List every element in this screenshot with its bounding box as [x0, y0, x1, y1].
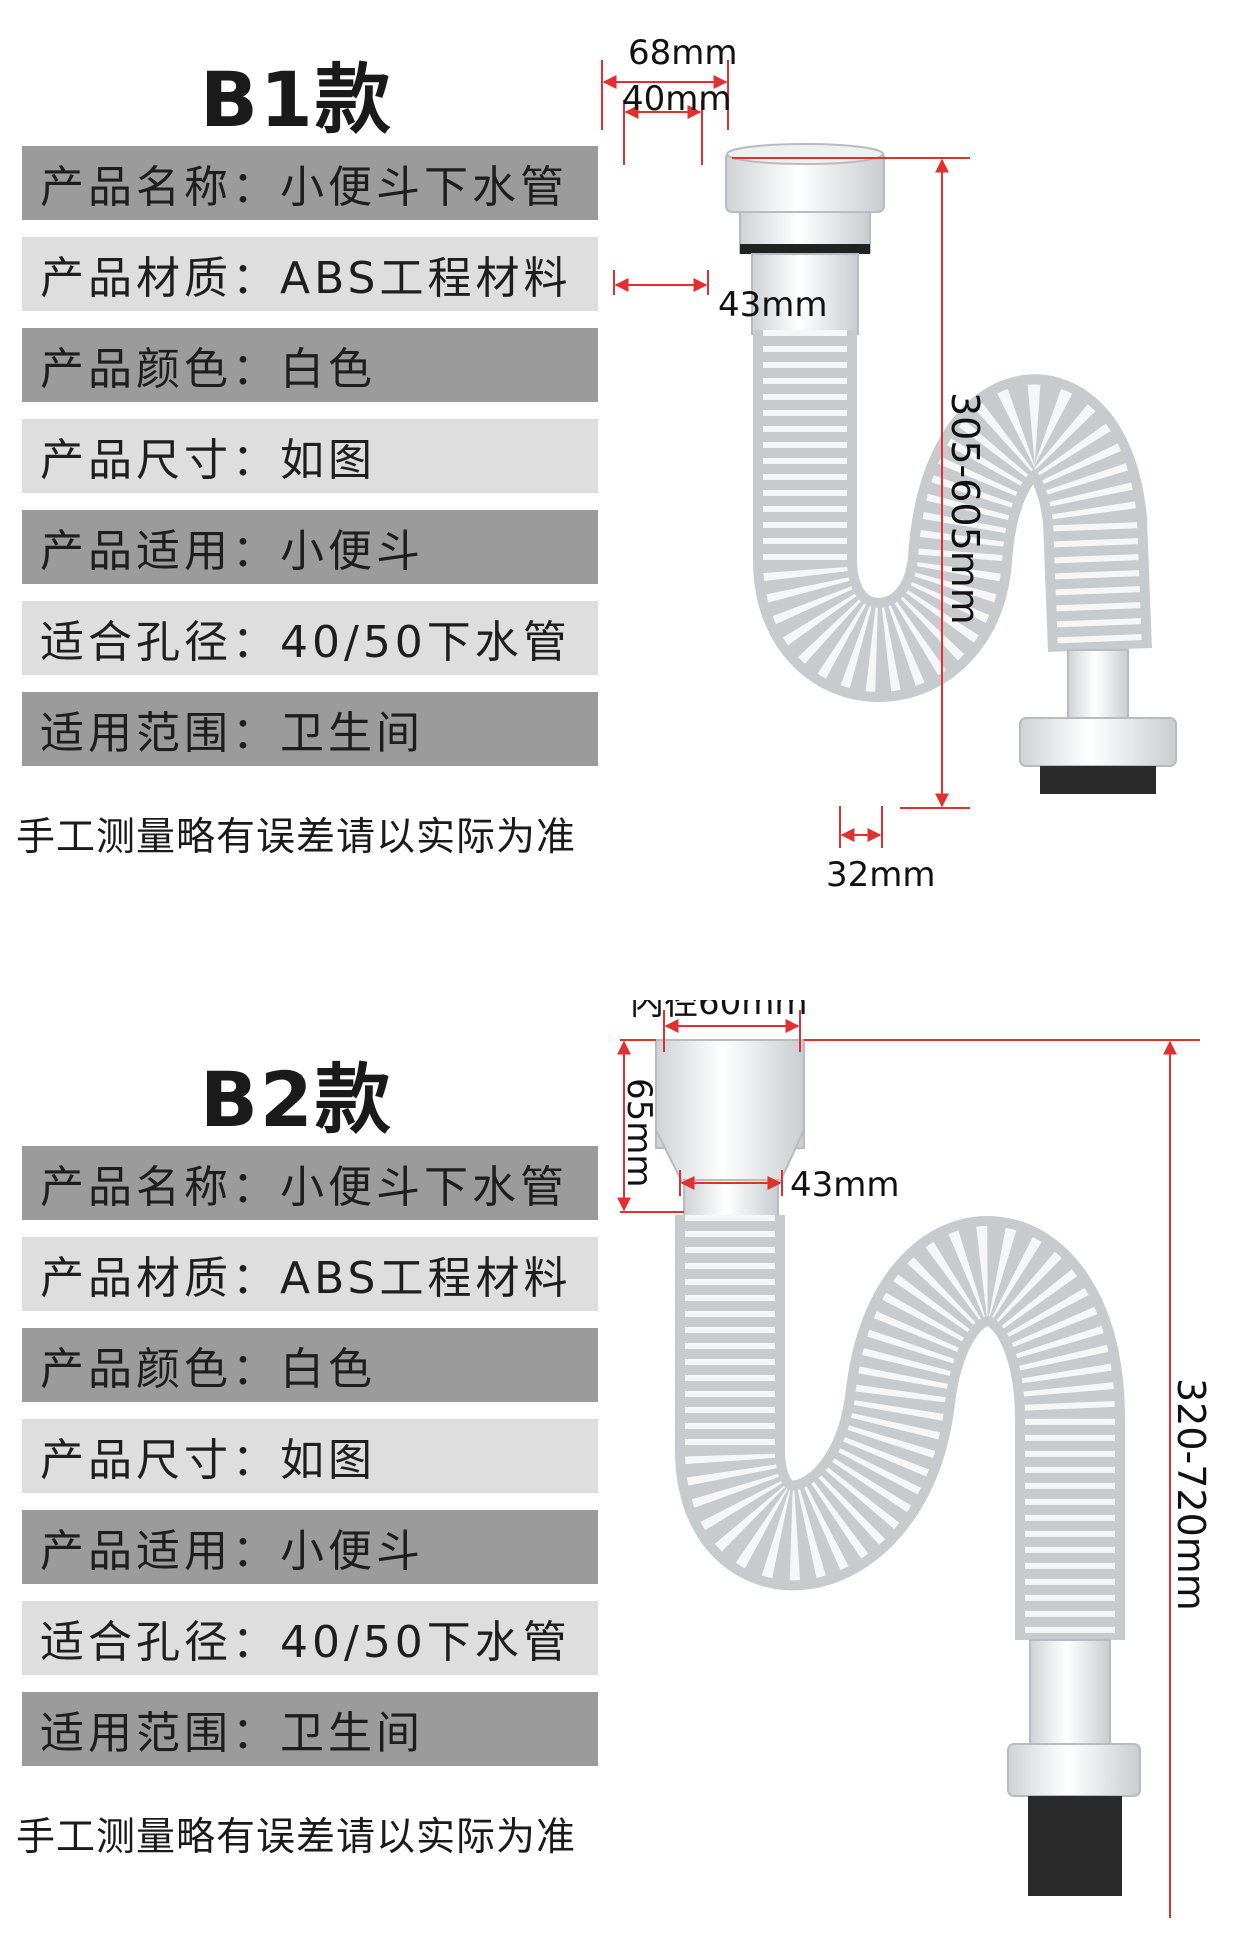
spec-label: 产品颜色： [40, 1344, 280, 1395]
spec-label: 产品颜色： [40, 344, 280, 395]
dim-neck: 43mm [718, 285, 828, 325]
spec-label: 产品适用： [40, 526, 280, 577]
measurement-note: 手工测量略有误差请以实际为准 [16, 1815, 577, 1860]
spec-value: ABS工程材料 [280, 253, 572, 304]
spec-row-name: 产品名称：小便斗下水管 [22, 146, 598, 220]
spec-value: 小便斗 [280, 1526, 424, 1577]
spec-value: ABS工程材料 [280, 1253, 572, 1304]
spec-label: 适用范围： [40, 1708, 280, 1759]
spec-value: 如图 [280, 435, 376, 486]
pipe-diagram-b1: 68mm 40mm 43mm 305-605mm 32mm [601, 33, 1177, 895]
spec-value: 40/50下水管 [280, 1617, 571, 1668]
product-b2-section: B2款 产品名称：小便斗下水管 产品材质：ABS工程材料 产品颜色：白色 产品尺… [0, 983, 1240, 1960]
spec-value: 小便斗下水管 [280, 1162, 568, 1213]
spec-row-name: 产品名称：小便斗下水管 [22, 1146, 598, 1220]
spec-label: 产品尺寸： [40, 1435, 280, 1486]
spec-label: 产品尺寸： [40, 435, 280, 486]
spec-row-size: 产品尺寸：如图 [22, 419, 598, 493]
spec-list-b1: 产品名称：小便斗下水管 产品材质：ABS工程材料 产品颜色：白色 产品尺寸：如图… [22, 146, 598, 783]
spec-row-color: 产品颜色：白色 [22, 1328, 598, 1402]
spec-value: 小便斗 [280, 526, 424, 577]
seal-ring [740, 244, 870, 254]
bottom-thread [1028, 1796, 1122, 1896]
product-title-b1: B1款 [200, 55, 393, 144]
bottom-flange [1019, 717, 1177, 767]
bottom-flange [1007, 1743, 1141, 1797]
dim-cap-height: 65mm [619, 1078, 659, 1188]
dim-length: 305-605mm [943, 392, 987, 625]
spec-label: 产品材质： [40, 1253, 280, 1304]
spec-label: 适用范围： [40, 708, 280, 759]
measurement-note: 手工测量略有误差请以实际为准 [16, 815, 577, 860]
spec-row-usage: 产品适用：小便斗 [22, 510, 598, 584]
spec-row-size: 产品尺寸：如图 [22, 1419, 598, 1493]
bottom-thread [1040, 766, 1156, 794]
spec-value: 如图 [280, 1435, 376, 1486]
dim-inner-top: 内径60mm [630, 1000, 808, 1023]
spec-label: 产品名称： [40, 162, 280, 213]
dim-length: 320-720mm [1169, 1378, 1213, 1611]
spec-row-scope: 适用范围：卫生间 [22, 692, 598, 766]
spec-value: 白色 [280, 344, 376, 395]
spec-row-hole: 适合孔径：40/50下水管 [22, 1601, 598, 1675]
spec-value: 卫生间 [280, 708, 424, 759]
spec-list-b2: 产品名称：小便斗下水管 产品材质：ABS工程材料 产品颜色：白色 产品尺寸：如图… [22, 1146, 598, 1783]
product-b1-section: B1款 产品名称：小便斗下水管 产品材质：ABS工程材料 产品颜色：白色 产品尺… [0, 0, 1240, 960]
product-figure-b2: 内径60mm 65mm 43mm 320-720mm [600, 983, 1240, 1960]
product-title-b2: B2款 [200, 1055, 393, 1144]
spec-row-color: 产品颜色：白色 [22, 328, 598, 402]
spec-label: 产品适用： [40, 1526, 280, 1577]
pipe-diagram-b2: 内径60mm 65mm 43mm 320-720mm [617, 983, 1213, 1918]
spec-value: 卫生间 [280, 1708, 424, 1759]
dim-bottom: 32mm [826, 855, 936, 895]
spec-row-material: 产品材质：ABS工程材料 [22, 237, 598, 311]
spec-value: 40/50下水管 [280, 617, 571, 668]
spec-row-scope: 适用范围：卫生间 [22, 1692, 598, 1766]
dim-inner-top: 40mm [622, 79, 732, 119]
dim-neck: 43mm [790, 1165, 900, 1205]
spec-value: 白色 [280, 1344, 376, 1395]
spec-row-usage: 产品适用：小便斗 [22, 1510, 598, 1584]
dim-outer-top: 68mm [628, 33, 738, 73]
spec-row-material: 产品材质：ABS工程材料 [22, 1237, 598, 1311]
product-figure-b1: 68mm 40mm 43mm 305-605mm 32mm [600, 0, 1240, 960]
spec-label: 适合孔径： [40, 1617, 280, 1668]
spec-value: 小便斗下水管 [280, 162, 568, 213]
spec-row-hole: 适合孔径：40/50下水管 [22, 601, 598, 675]
spec-label: 适合孔径： [40, 617, 280, 668]
spec-label: 产品名称： [40, 1162, 280, 1213]
spec-label: 产品材质： [40, 253, 280, 304]
